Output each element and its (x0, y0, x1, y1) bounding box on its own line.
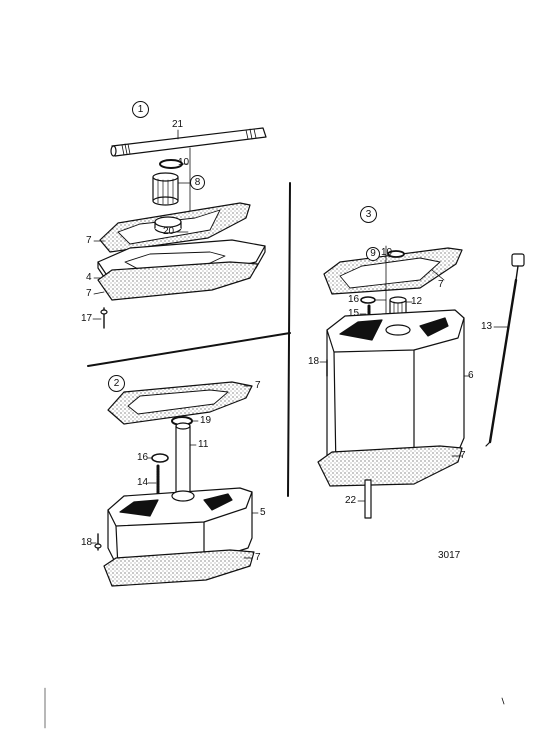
part-label-17: 17 (81, 313, 93, 324)
part-label-12: 12 (411, 296, 423, 307)
shaft-part (110, 127, 267, 157)
part-label-7-s2-bottom: 7 (255, 552, 261, 563)
part-label-16-s3: 16 (348, 294, 360, 305)
part-label-9: 9 (366, 247, 380, 261)
section-2-marker: 2 (108, 375, 125, 392)
part-label-22: 22 (345, 495, 357, 506)
section-1-marker: 1 (132, 101, 149, 118)
part-label-18-s2: 18 (81, 537, 93, 548)
part-label-7-s3-top: 7 (438, 279, 444, 290)
part-label-11: 11 (198, 439, 209, 450)
part-label-5: 5 (260, 507, 266, 518)
part-label-10: 10 (178, 157, 190, 168)
part-label-19: 19 (200, 415, 212, 426)
gasket-bottom-s2 (103, 549, 255, 587)
part-label-7-gasket-lower: 7 (86, 288, 92, 299)
bushing-part (152, 172, 179, 206)
part-label-14: 14 (137, 477, 149, 488)
part-label-7-gasket-top: 7 (86, 235, 92, 246)
part-label-21: 21 (172, 119, 184, 130)
shaft-bottom-part (364, 479, 372, 519)
part-label-6: 6 (468, 370, 474, 381)
gasket-lower-s1 (97, 261, 259, 301)
part-label-18-s3: 18 (308, 356, 320, 367)
part-label-20: 20 (163, 226, 175, 237)
dipstick-part (485, 253, 525, 447)
part-label-8: 8 (190, 175, 205, 190)
divider-vertical (287, 182, 291, 497)
tube-part-s2 (175, 425, 191, 493)
part-label-10-s3: 10 (381, 247, 393, 258)
gasket-bottom-s3 (317, 445, 463, 487)
divider-horizontal (87, 332, 291, 367)
figure-number: 3017 (438, 550, 461, 561)
part-label-4: 4 (86, 272, 92, 283)
part-label-13: 13 (481, 321, 493, 332)
part-label-7-s3-bottom: 7 (460, 450, 466, 461)
part-label-15: 15 (348, 308, 360, 319)
part-label-16-s2: 16 (137, 452, 149, 463)
section-3-marker: 3 (360, 206, 377, 223)
part-label-7-s2-top: 7 (255, 380, 261, 391)
